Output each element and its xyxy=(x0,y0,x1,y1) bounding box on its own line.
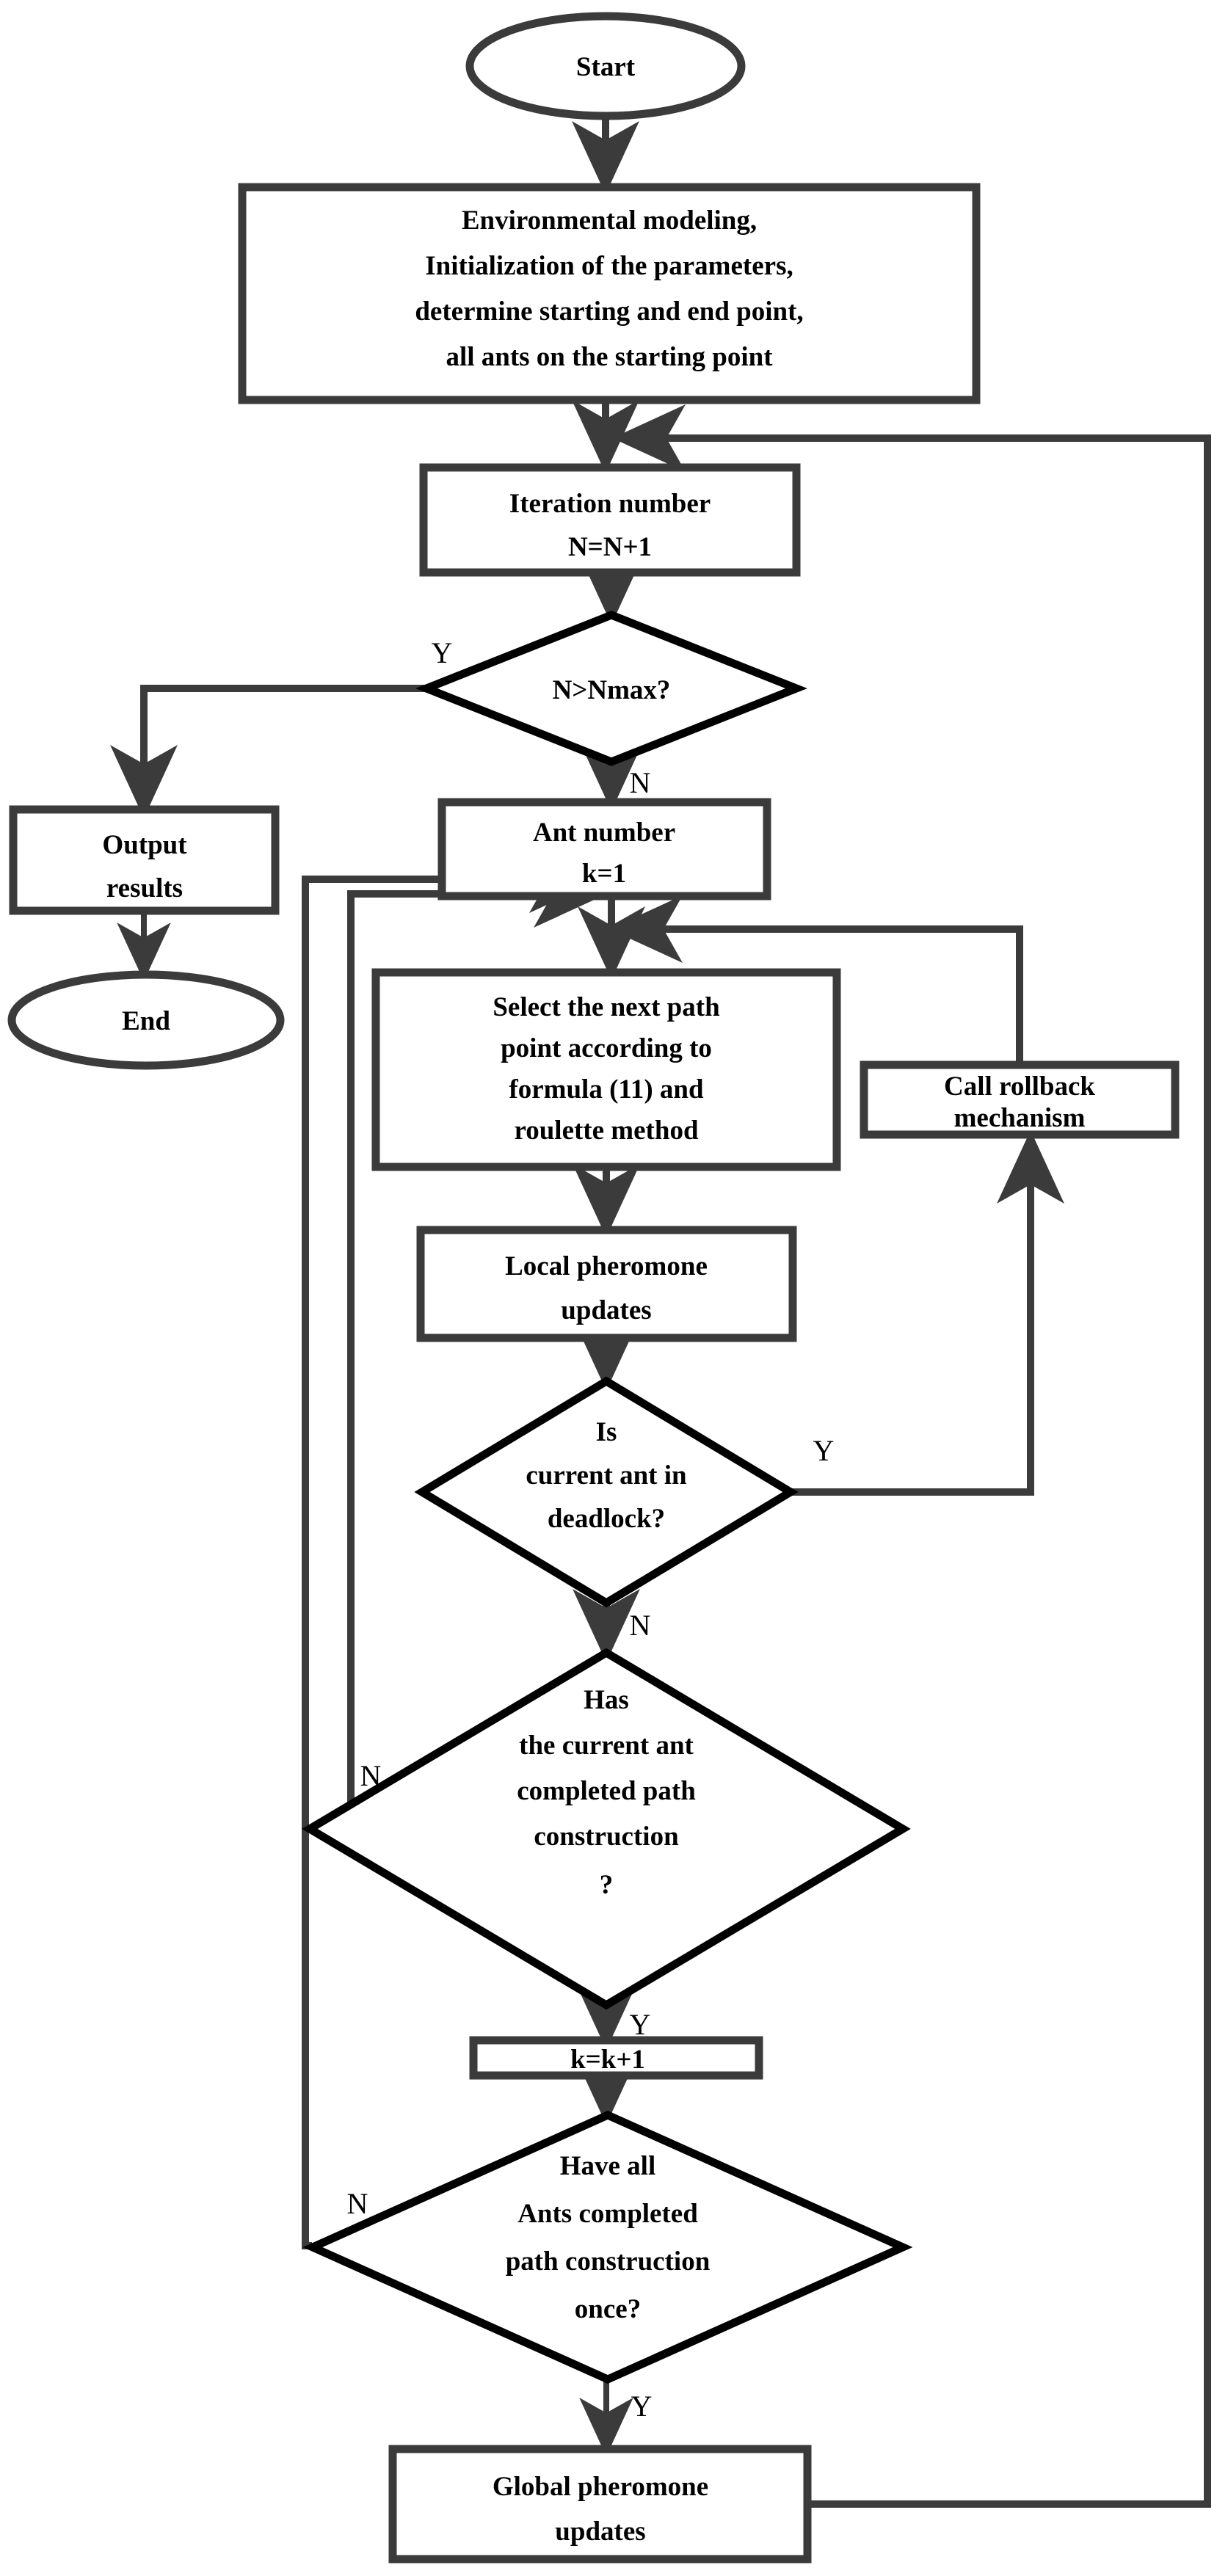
antpath-label-line-3: completed path xyxy=(517,1776,696,1806)
node-globalpher[interactable]: Global pheromone updates xyxy=(388,2445,812,2564)
allants-decision-shape xyxy=(302,2110,913,2384)
antpath-label-line-5: ? xyxy=(600,1870,614,1900)
antpath-label-line-2: the current ant xyxy=(519,1731,694,1761)
output-label-line-2: results xyxy=(106,873,183,903)
init-label-line-3: determine starting and end point, xyxy=(415,296,803,327)
select-label-line-4: roulette method xyxy=(514,1116,698,1146)
select-process-shape xyxy=(371,968,841,1171)
allants-label-line-4: once? xyxy=(575,2294,641,2324)
globalpher-label-line-1: Global pheromone xyxy=(493,2472,708,2502)
node-localpher[interactable]: Local pheromone updates xyxy=(416,1226,797,1342)
branch-label-allants-yes: Y xyxy=(631,2390,653,2423)
deadlock-decision-shape xyxy=(414,1376,799,1608)
node-start[interactable]: Start xyxy=(465,12,746,120)
allants-label-line-3: path construction xyxy=(506,2246,711,2277)
globalpher-label-line-2: updates xyxy=(555,2517,645,2547)
init-label-line-1: Environmental modeling, xyxy=(462,205,757,236)
branch-label-nmax-yes: Y xyxy=(432,636,453,669)
branch-label-deadlock-yes: Y xyxy=(813,1434,835,1467)
init-process-shape xyxy=(238,183,981,404)
edge-rollback-to-merge xyxy=(609,895,1023,1064)
branch-label-nmax-no: N xyxy=(630,766,651,799)
allants-label-line-1: Have all xyxy=(560,2151,656,2181)
select-label-line-3: formula (11) and xyxy=(509,1074,704,1105)
select-label-line-2: point according to xyxy=(501,1033,712,1063)
nmax-label: N>Nmax? xyxy=(553,675,671,705)
kincr-process-shape xyxy=(469,2036,763,2080)
antpath-label-line-1: Has xyxy=(584,1685,629,1715)
branch-label-antpath-no: N xyxy=(360,1759,382,1792)
antnumber-label-line-1: Ant number xyxy=(533,818,675,848)
kincr-label: k=k+1 xyxy=(570,2045,645,2075)
end-label: End xyxy=(122,1006,170,1036)
deadlock-label-line-2: current ant in xyxy=(526,1460,687,1491)
edge-globalpher-to-iteration xyxy=(612,404,1211,2508)
nmax-decision-shape xyxy=(415,611,807,766)
globalpher-process-shape xyxy=(388,2445,812,2564)
node-nmax-decision[interactable]: N>Nmax? xyxy=(415,611,807,766)
rollback-label-line-1: Call rollback xyxy=(944,1071,1095,1102)
iteration-label-line-1: Iteration number xyxy=(509,489,711,519)
node-antpath-decision[interactable]: Has the current ant completed path const… xyxy=(302,1648,911,2010)
node-allants-decision[interactable]: Have all Ants completed path constructio… xyxy=(302,2110,913,2384)
node-end[interactable]: End xyxy=(7,970,285,1070)
allants-label-line-2: Ants completed xyxy=(517,2199,698,2229)
node-deadlock-decision[interactable]: Is current ant in deadlock? xyxy=(414,1376,799,1608)
branch-label-deadlock-no: N xyxy=(630,1609,651,1642)
node-antnumber[interactable]: Ant number k=1 xyxy=(437,798,771,900)
node-output[interactable]: Output results xyxy=(9,805,280,915)
edge-deadlock-yes-to-rollback xyxy=(791,1130,1064,1496)
node-select[interactable]: Select the next path point according to … xyxy=(371,968,841,1171)
antnumber-label-line-2: k=1 xyxy=(582,859,626,889)
edge-nmax-yes-to-output xyxy=(110,685,426,818)
output-process-shape xyxy=(9,805,280,915)
output-label-line-1: Output xyxy=(102,830,187,860)
deadlock-label-line-1: Is xyxy=(596,1417,617,1447)
rollback-process-shape xyxy=(860,1060,1180,1139)
antpath-label-line-4: construction xyxy=(534,1822,679,1852)
node-rollback[interactable]: Call rollback mechanism xyxy=(860,1060,1180,1139)
node-init[interactable]: Environmental modeling, Initialization o… xyxy=(238,183,981,404)
iteration-label-line-2: N=N+1 xyxy=(568,532,652,562)
end-terminator-shape xyxy=(7,970,285,1070)
select-label-line-1: Select the next path xyxy=(493,992,720,1022)
branch-label-allants-no: N xyxy=(347,2187,368,2220)
localpher-label-line-2: updates xyxy=(561,1295,651,1325)
localpher-label-line-1: Local pheromone xyxy=(505,1251,708,1281)
branch-label-antpath-yes: Y xyxy=(630,2008,651,2041)
node-iteration[interactable]: Iteration number N=N+1 xyxy=(419,463,801,577)
node-kincr[interactable]: k=k+1 xyxy=(469,2036,763,2080)
start-label: Start xyxy=(576,52,636,82)
localpher-process-shape xyxy=(416,1226,797,1342)
init-label-line-4: all ants on the starting point xyxy=(446,342,773,372)
iteration-process-shape xyxy=(419,463,801,577)
deadlock-label-line-3: deadlock? xyxy=(548,1504,665,1534)
antnumber-process-shape xyxy=(437,798,771,900)
rollback-label-line-2: mechanism xyxy=(954,1103,1086,1133)
start-terminator-shape xyxy=(465,12,746,120)
antpath-decision-shape xyxy=(302,1648,911,2010)
init-label-line-2: Initialization of the parameters, xyxy=(425,251,793,281)
